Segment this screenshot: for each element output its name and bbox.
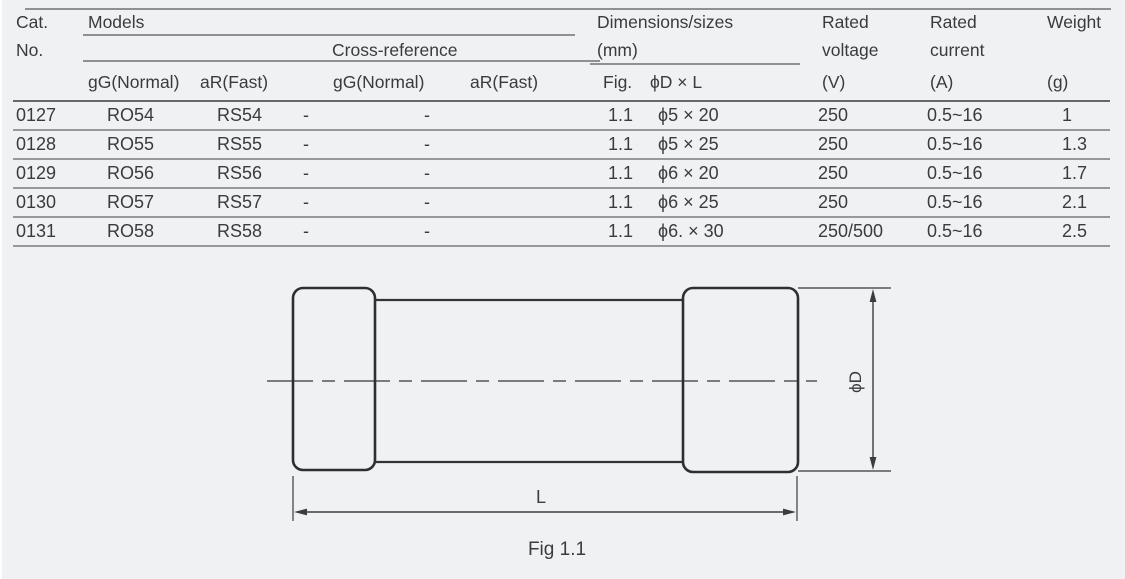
table-row: 0131 RO58 RS58 - - 1.1 ϕ6. × 30 250/500 … bbox=[13, 218, 1110, 247]
cell-fig: 1.1 bbox=[608, 221, 634, 241]
table-top-rule bbox=[25, 8, 1111, 10]
cell-size: ϕ5 × 20 bbox=[658, 105, 719, 125]
cell-rated-voltage: 250 bbox=[818, 192, 849, 212]
cell-crossref-ar: - bbox=[424, 134, 430, 154]
fuse-diagram: ϕD L Fig 1.1 bbox=[267, 286, 891, 560]
header-cross-reference: Cross-reference bbox=[332, 40, 458, 60]
table-row: 0128 RO55 RS55 - - 1.1 ϕ5 × 25 250 0.5~1… bbox=[13, 131, 1110, 160]
header-dimensions-line1: Dimensions/sizes bbox=[597, 12, 734, 32]
cell-rated-current: 0.5~16 bbox=[927, 192, 983, 212]
cell-fig: 1.1 bbox=[608, 192, 634, 212]
cell-crossref-ar: - bbox=[424, 163, 430, 183]
cell-cat-no: 0131 bbox=[16, 221, 57, 241]
cell-model-gg: RO58 bbox=[107, 221, 155, 241]
header-weight: Weight bbox=[1047, 12, 1102, 32]
cell-rated-current: 0.5~16 bbox=[927, 163, 983, 183]
subheader-gg-normal-2: gG(Normal) bbox=[333, 72, 425, 92]
cell-crossref-gg: - bbox=[303, 192, 309, 212]
cell-fig: 1.1 bbox=[608, 134, 634, 154]
cell-size: ϕ6. × 30 bbox=[658, 221, 724, 241]
subheader-fig: Fig. bbox=[603, 72, 633, 92]
diameter-arrow-up-icon bbox=[869, 289, 877, 302]
cell-cat-no: 0128 bbox=[16, 134, 57, 154]
subheader-ar-fast-2: aR(Fast) bbox=[470, 72, 539, 92]
cell-cat-no: 0127 bbox=[16, 105, 57, 125]
length-arrow-left-icon bbox=[294, 508, 307, 516]
header-cat-line1: Cat. bbox=[16, 12, 49, 32]
header-dimensions-line2: (mm) bbox=[597, 40, 638, 60]
header-bottom-rule bbox=[13, 100, 1110, 102]
cell-size: ϕ6 × 20 bbox=[658, 163, 719, 183]
cell-crossref-gg: - bbox=[303, 163, 309, 183]
header-rated-voltage-line2: voltage bbox=[822, 40, 879, 60]
header-rated-current-line2: current bbox=[930, 40, 985, 60]
left-edge-strip bbox=[0, 0, 2, 579]
cell-cat-no: 0130 bbox=[16, 192, 57, 212]
cell-crossref-gg: - bbox=[303, 221, 309, 241]
fuse-right-cap bbox=[681, 286, 800, 474]
length-arrow-right-icon bbox=[783, 508, 796, 516]
cell-rated-voltage: 250 bbox=[818, 163, 849, 183]
table-row: 0127 RO54 RS54 - - 1.1 ϕ5 × 20 250 0.5~1… bbox=[13, 102, 1110, 131]
cell-model-gg: RO55 bbox=[107, 134, 155, 154]
cell-cat-no: 0129 bbox=[16, 163, 57, 183]
cell-rated-current: 0.5~16 bbox=[927, 134, 983, 154]
cell-weight: 1.7 bbox=[1062, 163, 1088, 183]
diameter-arrow-down-icon bbox=[869, 457, 877, 470]
cell-crossref-gg: - bbox=[303, 105, 309, 125]
models-underline bbox=[83, 34, 575, 36]
cell-model-gg: RO57 bbox=[107, 192, 155, 212]
cell-model-ar: RS55 bbox=[217, 134, 263, 154]
cell-weight: 2.1 bbox=[1062, 192, 1088, 212]
cell-crossref-ar: - bbox=[424, 192, 430, 212]
figure-caption: Fig 1.1 bbox=[528, 539, 586, 560]
subheader-amps: (A) bbox=[930, 72, 954, 92]
cell-rated-current: 0.5~16 bbox=[927, 221, 983, 241]
cell-crossref-ar: - bbox=[424, 105, 430, 125]
cell-rated-current: 0.5~16 bbox=[927, 105, 983, 125]
header-rated-voltage-line1: Rated bbox=[822, 12, 869, 32]
cell-rated-voltage: 250 bbox=[818, 105, 849, 125]
spec-table-body: 0127 RO54 RS54 - - 1.1 ϕ5 × 20 250 0.5~1… bbox=[13, 102, 1110, 247]
table-row: 0129 RO56 RS56 - - 1.1 ϕ6 × 20 250 0.5~1… bbox=[13, 160, 1110, 189]
subheader-gg-normal-1: gG(Normal) bbox=[88, 72, 180, 92]
spec-table-header: Cat. No. Models Cross-reference Dimensio… bbox=[0, 0, 1125, 102]
cell-model-gg: RO56 bbox=[107, 163, 155, 183]
cross-reference-underline bbox=[83, 60, 600, 62]
header-rated-current-line1: Rated bbox=[930, 12, 977, 32]
subheader-ar-fast-1: aR(Fast) bbox=[200, 72, 269, 92]
cell-model-ar: RS56 bbox=[217, 163, 263, 183]
cell-rated-voltage: 250 bbox=[818, 134, 849, 154]
cell-size: ϕ6 × 25 bbox=[658, 192, 719, 212]
cell-crossref-gg: - bbox=[303, 134, 309, 154]
cell-model-gg: RO54 bbox=[107, 105, 155, 125]
cell-model-ar: RS58 bbox=[217, 221, 263, 241]
table-row: 0130 RO57 RS57 - - 1.1 ϕ6 × 25 250 0.5~1… bbox=[13, 189, 1110, 218]
subheader-d-x-l: ϕD × L bbox=[650, 72, 703, 92]
header-models: Models bbox=[88, 12, 145, 32]
cell-weight: 2.5 bbox=[1062, 221, 1088, 241]
cell-model-ar: RS54 bbox=[217, 105, 263, 125]
subheader-grams: (g) bbox=[1047, 72, 1069, 92]
cell-weight: 1 bbox=[1062, 105, 1073, 125]
cell-model-ar: RS57 bbox=[217, 192, 263, 212]
header-cat-line2: No. bbox=[16, 40, 44, 60]
cell-fig: 1.1 bbox=[608, 105, 634, 125]
dimensions-underline bbox=[590, 63, 800, 65]
fuse-left-cap bbox=[291, 286, 377, 472]
cell-crossref-ar: - bbox=[424, 221, 430, 241]
cell-weight: 1.3 bbox=[1062, 134, 1088, 154]
cell-rated-voltage: 250/500 bbox=[818, 221, 884, 241]
length-label: L bbox=[536, 487, 546, 507]
cell-fig: 1.1 bbox=[608, 163, 634, 183]
subheader-volts: (V) bbox=[822, 72, 846, 92]
diameter-label: ϕD bbox=[846, 371, 865, 393]
cell-size: ϕ5 × 25 bbox=[658, 134, 719, 154]
